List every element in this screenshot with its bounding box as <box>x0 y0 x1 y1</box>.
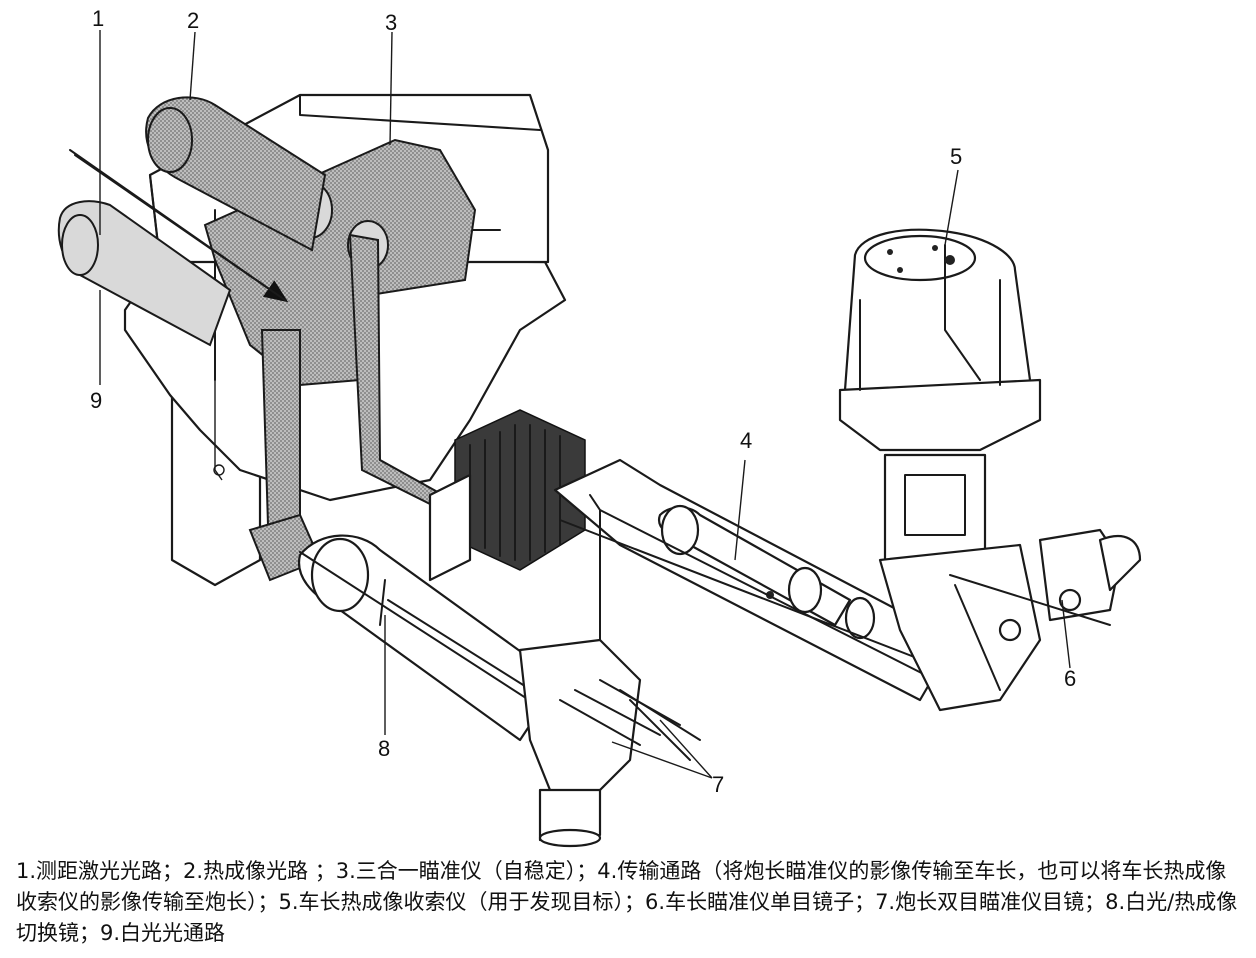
callout-7: 7 <box>712 772 725 797</box>
white-light-tube <box>57 200 232 347</box>
thermal-path-tube <box>145 96 327 252</box>
figure-caption: 1.测距激光光路；2.热成像光路 ；3.三合一瞄准仪（自稳定）；4.传输通路（将… <box>16 859 1238 945</box>
heat-sink <box>428 409 586 582</box>
transmission-channel <box>553 458 957 702</box>
callout-9: 9 <box>90 388 103 413</box>
laser-path <box>69 149 289 303</box>
gunner-binocular-eyepiece <box>518 638 701 848</box>
callout-4: 4 <box>740 428 753 453</box>
callout-6: 6 <box>1064 666 1077 691</box>
leader-lines <box>99 30 1071 779</box>
callout-1: 1 <box>92 6 105 31</box>
sight-system-diagram <box>57 30 1142 848</box>
callout-5: 5 <box>950 144 963 169</box>
commander-thermal-imager <box>838 228 1142 712</box>
optical-path-band <box>260 329 301 542</box>
callout-3: 3 <box>385 10 398 35</box>
callout-8: 8 <box>378 736 391 761</box>
callout-2: 2 <box>187 8 200 33</box>
